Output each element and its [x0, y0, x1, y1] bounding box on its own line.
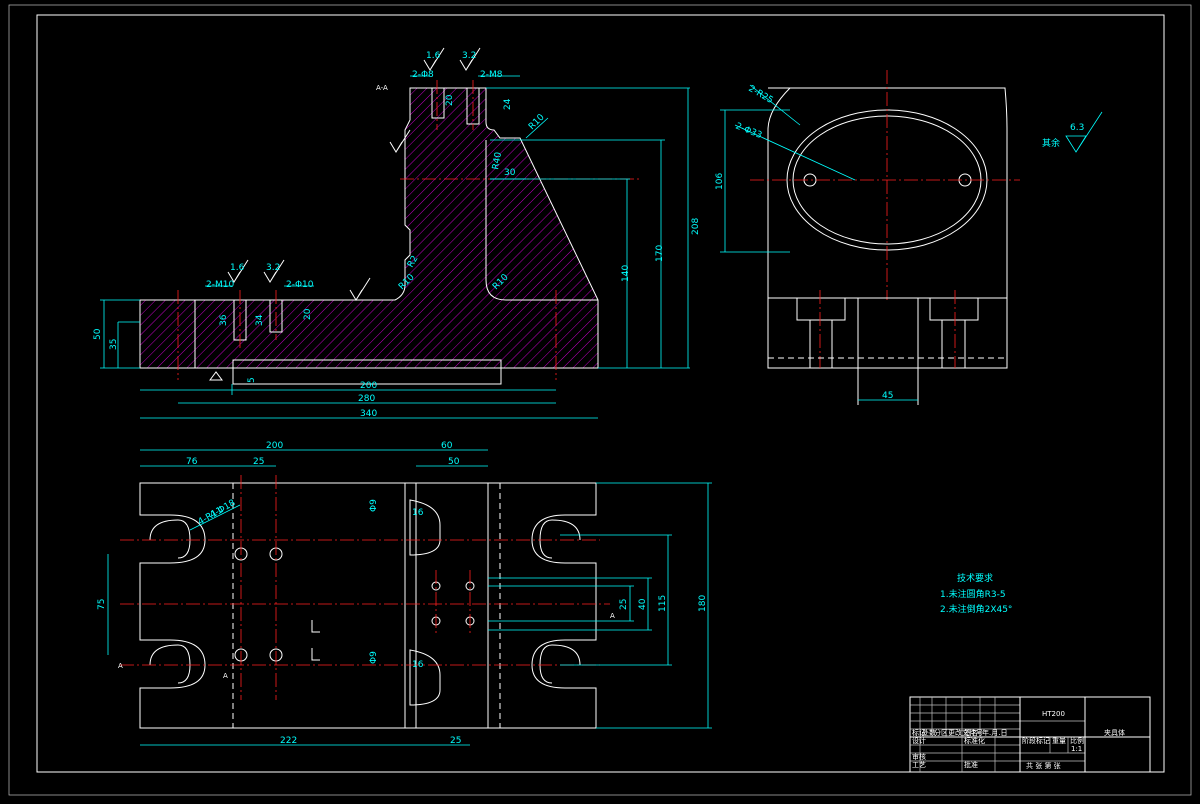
dim-25-top: 25: [253, 457, 264, 467]
tb-bili: 比例: [1070, 736, 1084, 745]
tb-jieduan: 阶段标记: [1022, 736, 1050, 745]
tb-gongyi: 工艺: [912, 761, 926, 769]
dim-20-bottom: 20: [303, 308, 313, 320]
tb-sheji: 设计: [912, 736, 926, 745]
dim-50-top: 50: [448, 457, 460, 467]
front-view: 2-Φ8 2-M8 20 24 R10 R40 30 R2 R10 R10 20…: [93, 47, 701, 419]
tb-biaoji: 标记: [912, 728, 926, 737]
dim-2m10: 2-M10: [206, 280, 234, 290]
dim-phi-top: Φ9: [369, 499, 379, 512]
dim-5: 5: [247, 377, 257, 383]
dim-24: 24: [503, 98, 513, 110]
dim-25-right: 25: [619, 599, 629, 610]
dim-208: 208: [691, 218, 701, 235]
dim-40: 40: [638, 598, 648, 610]
roughness-val-1: 1.6: [426, 51, 441, 61]
dim-60: 60: [441, 441, 453, 451]
dim-140: 140: [621, 265, 631, 282]
title-block: 标记 处数 分区 更改文件号 签名 年.月.日 设计 标准化 阶段标记 重量 比…: [909, 696, 1151, 773]
dim-200-front: 200: [360, 381, 377, 391]
dim-34: 34: [255, 314, 265, 326]
roughness-val-2: 3.2: [462, 51, 476, 61]
dim-2phi10: 2-Φ10: [286, 280, 314, 290]
tb-genggai: 更改文件号: [948, 728, 983, 737]
roughness-symbols: [209, 47, 481, 381]
dim-106: 106: [715, 173, 725, 190]
tb-zhongliang: 重量: [1052, 737, 1066, 745]
outer-border: [8, 4, 1192, 796]
dim-16-top: 16: [412, 508, 424, 518]
tb-biaozhun: 标准化: [964, 736, 985, 745]
tb-sheets: 共 张 第 张: [1026, 761, 1061, 770]
dim-30: 30: [504, 168, 516, 178]
rest-value: 6.3: [1070, 123, 1084, 133]
dim-75: 75: [97, 599, 107, 610]
tb-shenhe: 审核: [912, 752, 926, 761]
tb-chushu: 处数: [922, 728, 936, 737]
left-plate: [139, 482, 406, 729]
tb-material: HT200: [1042, 710, 1065, 718]
dim-200-top: 200: [266, 441, 283, 451]
dim-280: 280: [358, 394, 375, 404]
dim-340: 340: [360, 409, 377, 419]
dim-2m8: 2-M8: [480, 70, 503, 80]
side-view: 2-R25 2-Φ33 106 45: [715, 70, 1020, 405]
tb-drawing-name: 夹具体: [1104, 728, 1125, 737]
right-plate: [487, 482, 597, 729]
dim-2r25: 2-R25: [747, 84, 775, 106]
dim-170: 170: [655, 245, 665, 262]
tb-fenqu: 分区: [934, 728, 948, 737]
section-label: A-A: [376, 84, 388, 92]
dim-20-top: 20: [445, 94, 455, 106]
dim-16-bottom: 16: [412, 660, 424, 670]
inner-border: [36, 14, 1165, 773]
dim-35: 35: [109, 339, 119, 350]
roughness-val-4: 3.2: [266, 263, 280, 273]
dim-r10-top: R10: [527, 112, 547, 132]
section-mark-right: A: [610, 612, 615, 620]
front-section-body: [139, 87, 599, 369]
dim-2phi33: 2-Φ33: [734, 122, 763, 142]
dim-25-bottom: 25: [450, 736, 461, 746]
section-mark-left: A: [118, 662, 123, 670]
tech-line-1: 1.未注圆角R3-5: [940, 588, 1006, 600]
tech-requirements: 技术要求 1.未注圆角R3-5 2.未注倒角2X45°: [940, 572, 1012, 615]
dim-36: 36: [219, 314, 229, 326]
dim-115: 115: [658, 595, 668, 612]
dim-50: 50: [93, 328, 103, 340]
tb-date: 年.月.日: [982, 728, 1007, 737]
top-view: 200 60 76 25 50 4-R11 4-Φ18 Φ9 16 Φ9 16 …: [97, 441, 712, 746]
dim-222: 222: [280, 736, 297, 746]
dim-r40: R40: [491, 151, 504, 170]
dim-76: 76: [186, 457, 198, 467]
rest-roughness: 其余 6.3: [1042, 111, 1103, 153]
dim-2phi8: 2-Φ8: [412, 70, 434, 80]
bottom-slot: [232, 359, 502, 385]
tb-pizhun: 批准: [964, 760, 978, 769]
rest-label: 其余: [1042, 137, 1060, 149]
tech-line-2: 2.未注倒角2X45°: [940, 603, 1012, 615]
tb-qianming: 签名: [964, 728, 978, 737]
dim-45: 45: [882, 391, 893, 401]
dim-180: 180: [698, 595, 708, 612]
tb-scale-value: 1:1: [1071, 745, 1082, 753]
roughness-val-3: 1.6: [230, 263, 245, 273]
tech-title: 技术要求: [957, 572, 993, 584]
dim-phi-bottom: Φ9: [369, 651, 379, 664]
section-mark-left2: A: [223, 672, 228, 680]
